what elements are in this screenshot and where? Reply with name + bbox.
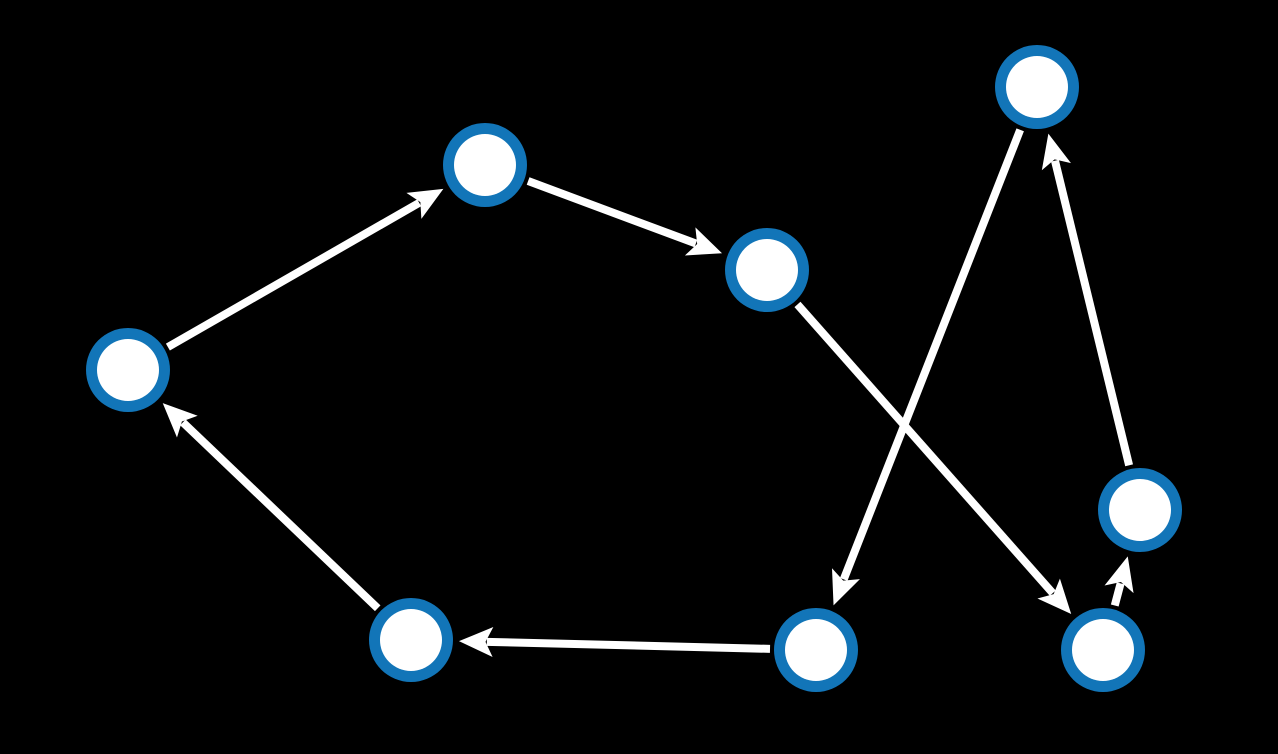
- edge-arrowhead-icon: [1104, 556, 1134, 594]
- graph-node[interactable]: [369, 598, 453, 682]
- graph-node[interactable]: [725, 228, 809, 312]
- graph-edge: [794, 301, 1072, 615]
- edges-layer: [162, 128, 1134, 658]
- graph-node[interactable]: [443, 123, 527, 207]
- edge-line: [1051, 159, 1134, 467]
- graph-node[interactable]: [1098, 468, 1182, 552]
- node-core-icon: [785, 619, 847, 681]
- node-core-icon: [454, 134, 516, 196]
- edge-arrowhead-icon: [406, 188, 444, 219]
- graph-edge: [165, 188, 444, 351]
- node-core-icon: [736, 239, 798, 301]
- node-core-icon: [1109, 479, 1171, 541]
- edge-line: [794, 301, 1056, 596]
- graph-edge: [526, 177, 723, 256]
- node-core-icon: [380, 609, 442, 671]
- edge-arrowhead-icon: [684, 227, 723, 256]
- edge-arrowhead-icon: [1041, 133, 1071, 171]
- edge-line: [486, 637, 771, 653]
- nodes-layer: [86, 45, 1182, 692]
- graph-edge: [831, 128, 1024, 606]
- graph-node[interactable]: [774, 608, 858, 692]
- graph-node[interactable]: [1061, 608, 1145, 692]
- graph-node[interactable]: [995, 45, 1079, 129]
- edge-line: [1110, 582, 1125, 607]
- graph-edge: [162, 403, 381, 612]
- edge-arrowhead-icon: [162, 403, 198, 438]
- edge-arrowhead-icon: [831, 568, 860, 606]
- edge-arrowhead-icon: [458, 627, 494, 658]
- edge-line: [526, 177, 698, 248]
- edge-line: [840, 128, 1024, 581]
- node-core-icon: [1072, 619, 1134, 681]
- edge-line: [165, 199, 422, 351]
- graph-edge: [1041, 133, 1134, 467]
- edge-line: [180, 419, 381, 612]
- graph-edge: [1104, 556, 1134, 607]
- edge-arrowhead-icon: [1037, 578, 1072, 615]
- graph-node[interactable]: [86, 328, 170, 412]
- node-core-icon: [1006, 56, 1068, 118]
- node-core-icon: [97, 339, 159, 401]
- graph-edge: [458, 627, 771, 658]
